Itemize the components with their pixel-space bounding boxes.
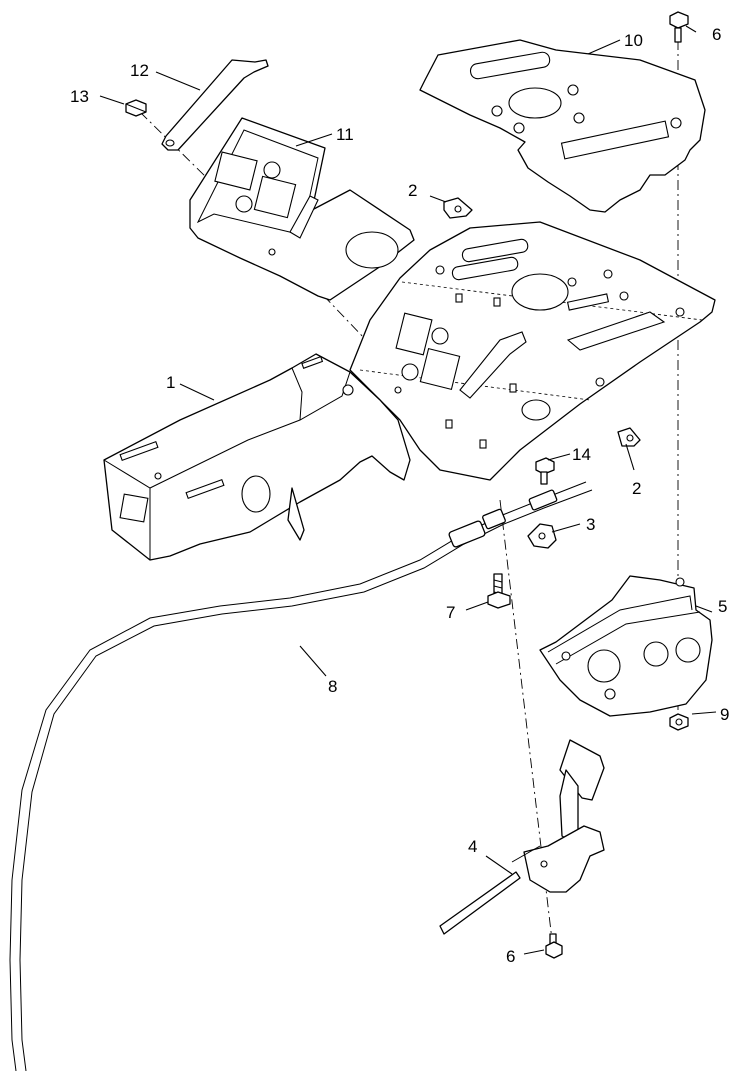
callout-14: 14 bbox=[572, 445, 591, 464]
callout-4: 4 bbox=[468, 837, 477, 856]
callout-13: 13 bbox=[70, 87, 89, 106]
callout-3: 3 bbox=[586, 515, 595, 534]
part-3-cable-clamp bbox=[527, 523, 557, 549]
callout-8: 8 bbox=[328, 677, 337, 696]
callout-10: 10 bbox=[624, 31, 643, 50]
part-6-bolt-upper bbox=[669, 11, 689, 43]
part-2-clip-nut-upper bbox=[443, 197, 473, 219]
part-7-bolt bbox=[487, 573, 511, 609]
part-10-gasket-plate bbox=[419, 39, 706, 213]
callout-1: 1 bbox=[166, 373, 175, 392]
main-mounting-plate bbox=[349, 221, 716, 481]
callout-6-lower: 6 bbox=[506, 947, 515, 966]
callout-6-upper: 6 bbox=[712, 25, 721, 44]
part-13-screw bbox=[125, 99, 147, 117]
callout-labels: 1 2 2 3 4 5 6 6 7 8 9 10 11 12 13 14 bbox=[70, 25, 729, 966]
callout-11: 11 bbox=[336, 125, 354, 144]
callout-leaders bbox=[99, 25, 717, 955]
callout-9: 9 bbox=[720, 705, 729, 724]
part-4-pedal-assembly bbox=[439, 739, 605, 935]
part-6-bolt-lower bbox=[545, 933, 563, 959]
callout-7: 7 bbox=[446, 603, 455, 622]
part-9-nut bbox=[669, 713, 689, 731]
callout-12: 12 bbox=[130, 61, 149, 80]
callout-5: 5 bbox=[718, 597, 727, 616]
callout-2-lower: 2 bbox=[632, 479, 641, 498]
part-5-pedal-bracket bbox=[539, 575, 713, 717]
part-8-control-cable bbox=[9, 481, 593, 1071]
part-1-frame-bracket bbox=[103, 353, 411, 561]
part-11-control-decal bbox=[189, 117, 415, 301]
part-12-handle-strap bbox=[161, 59, 269, 151]
part-14-screw bbox=[535, 457, 555, 485]
part-2-clip-nut-lower bbox=[617, 427, 641, 447]
callout-2-upper: 2 bbox=[408, 181, 417, 200]
